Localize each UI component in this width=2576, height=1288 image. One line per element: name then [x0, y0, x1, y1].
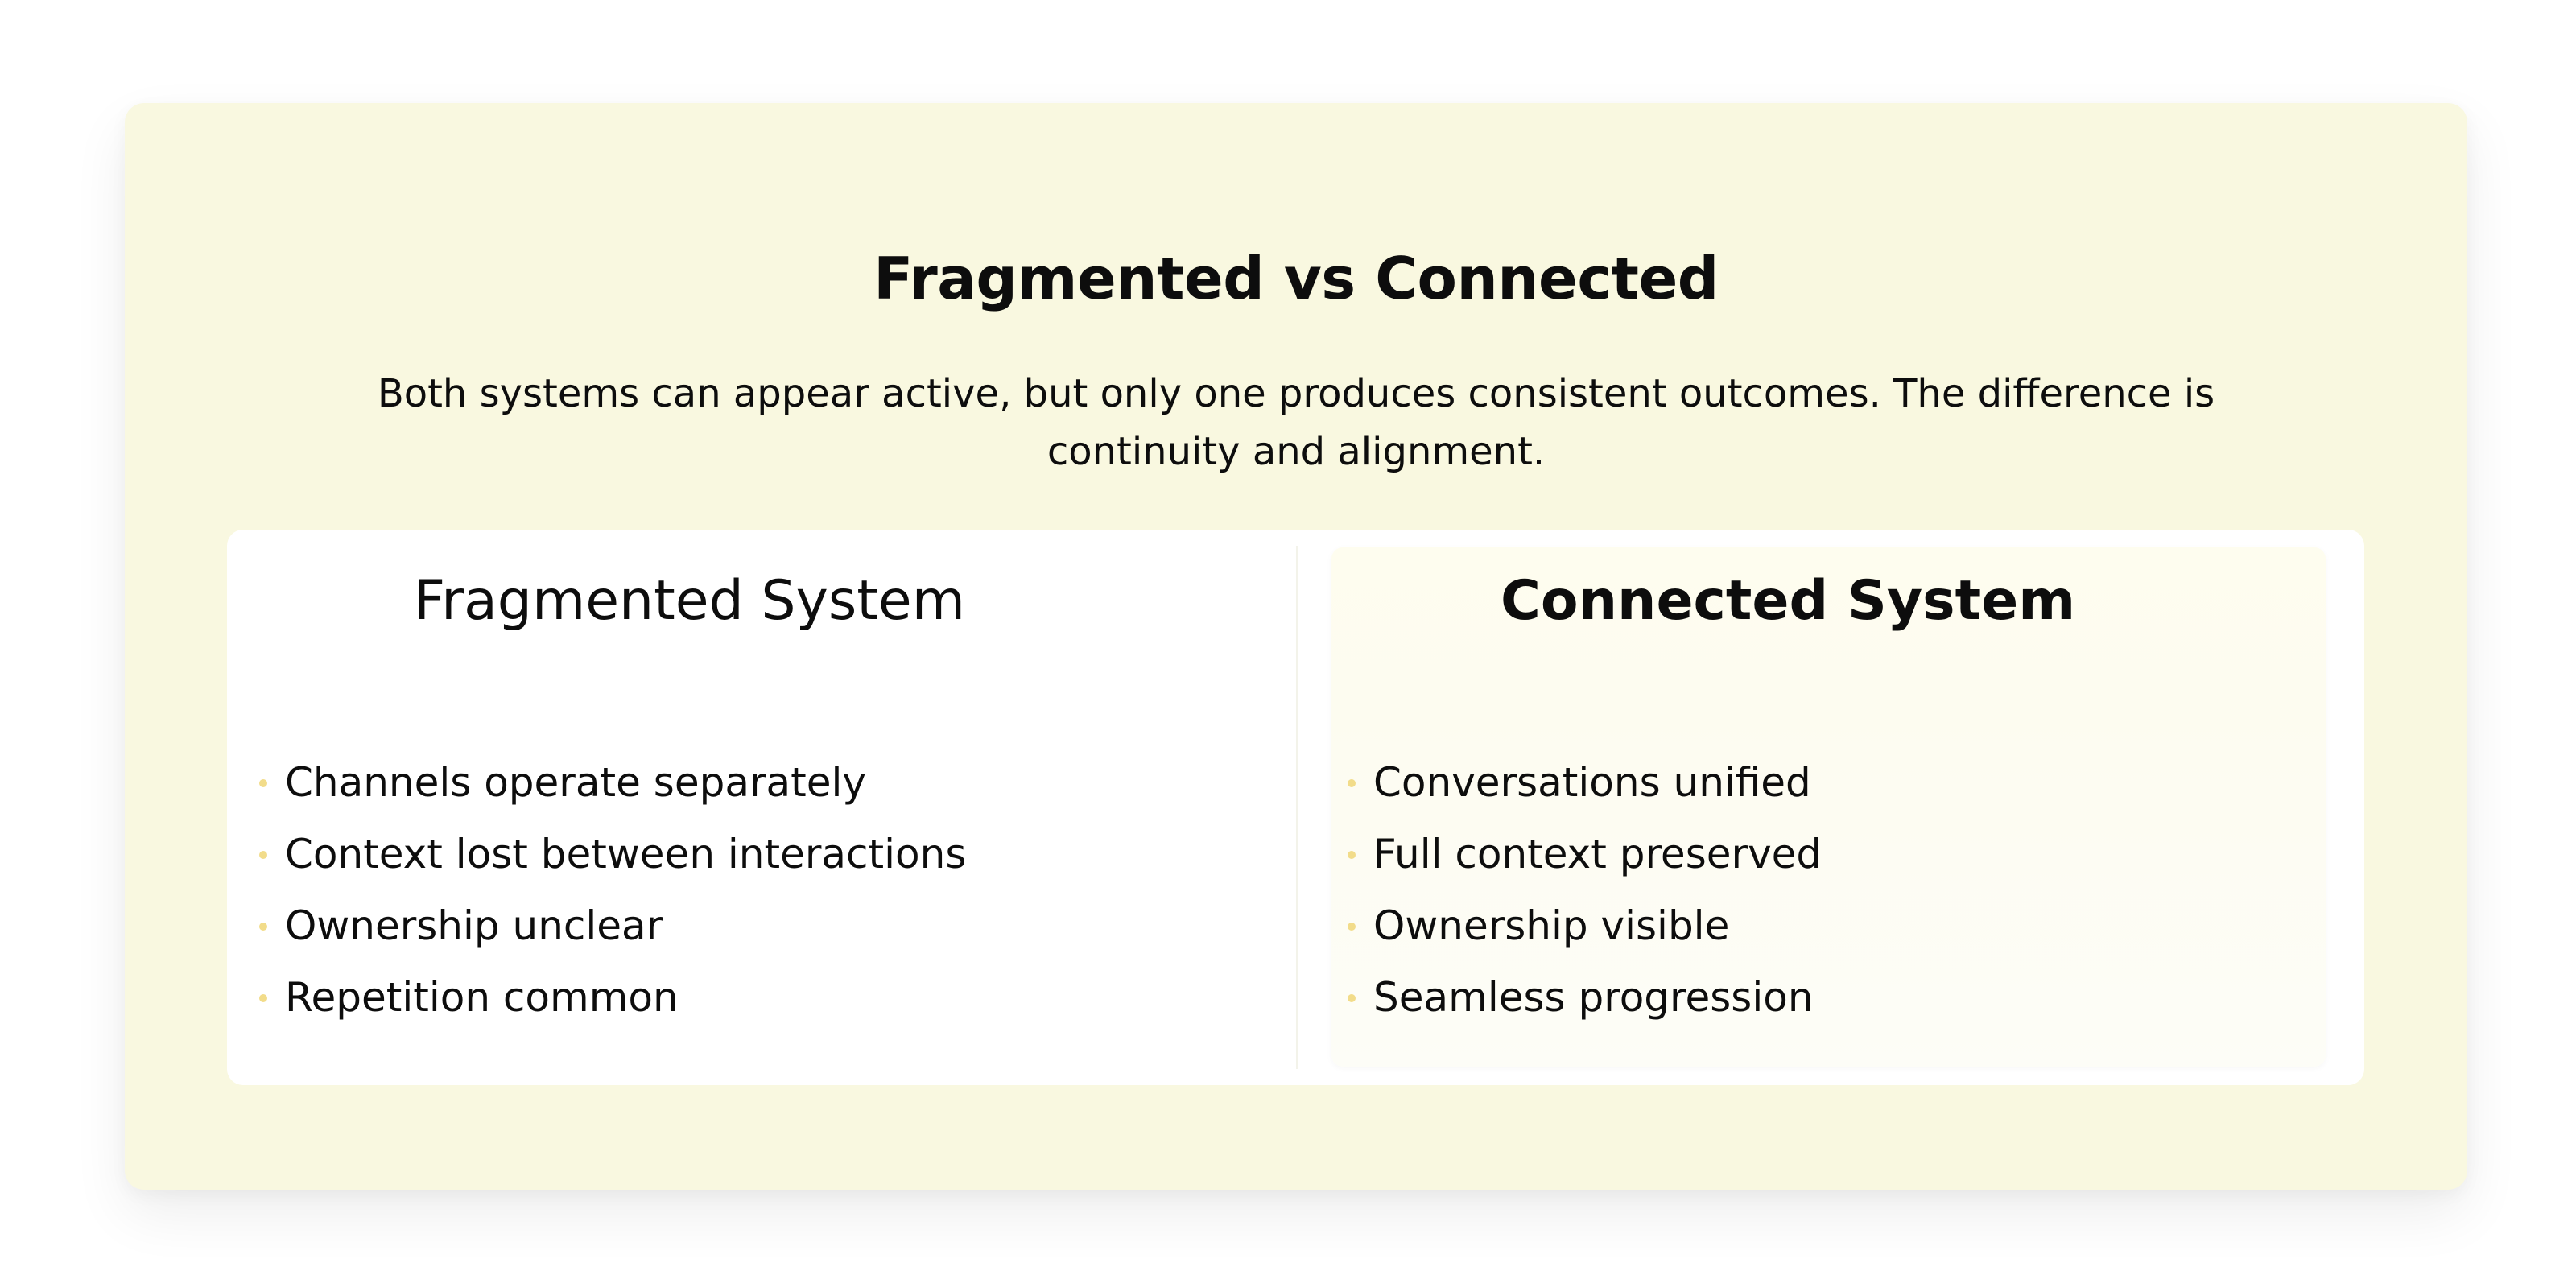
section-title: Fragmented vs Connected	[873, 245, 1719, 312]
list-item: Ownership unclear	[259, 890, 966, 962]
comparison-card: Fragmented vs Connected Both systems can…	[125, 103, 2467, 1190]
list-item-text: Full context preserved	[1373, 831, 1823, 877]
connected-title: Connected System	[1501, 569, 2076, 633]
fragmented-title: Fragmented System	[414, 569, 965, 633]
bullet-dot-icon	[259, 994, 267, 1002]
list-item-text: Seamless progression	[1373, 974, 1814, 1021]
list-item: Channels operate separately	[259, 747, 966, 819]
section-subtitle: Both systems can appear active, but only…	[377, 371, 2215, 474]
connected-column: Connected System Conversations unified F…	[1331, 547, 2326, 1067]
list-item-text: Ownership unclear	[285, 902, 663, 949]
list-item: Conversations unified	[1348, 747, 1822, 819]
bullet-dot-icon	[1348, 923, 1356, 931]
bullet-dot-icon	[1348, 994, 1356, 1002]
bullet-dot-icon	[1348, 779, 1356, 787]
list-item: Context lost between interactions	[259, 819, 966, 890]
connected-list: Conversations unified Full context prese…	[1348, 747, 1822, 1034]
list-item-text: Channels operate separately	[285, 759, 866, 806]
bullet-dot-icon	[259, 779, 267, 787]
list-item-text: Repetition common	[285, 974, 679, 1021]
column-divider	[1296, 546, 1298, 1069]
bullet-dot-icon	[259, 851, 267, 859]
fragmented-column: Fragmented System Channels operate separ…	[227, 530, 1294, 1085]
list-item: Ownership visible	[1348, 890, 1822, 962]
list-item: Repetition common	[259, 962, 966, 1034]
list-item: Full context preserved	[1348, 819, 1822, 890]
fragmented-list: Channels operate separately Context lost…	[259, 747, 966, 1034]
list-item-text: Context lost between interactions	[285, 831, 967, 877]
bullet-dot-icon	[1348, 851, 1356, 859]
list-item-text: Conversations unified	[1373, 759, 1811, 806]
list-item-text: Ownership visible	[1373, 902, 1730, 949]
bullet-dot-icon	[259, 923, 267, 931]
comparison-panel: Fragmented System Channels operate separ…	[227, 530, 2364, 1085]
list-item: Seamless progression	[1348, 962, 1822, 1034]
